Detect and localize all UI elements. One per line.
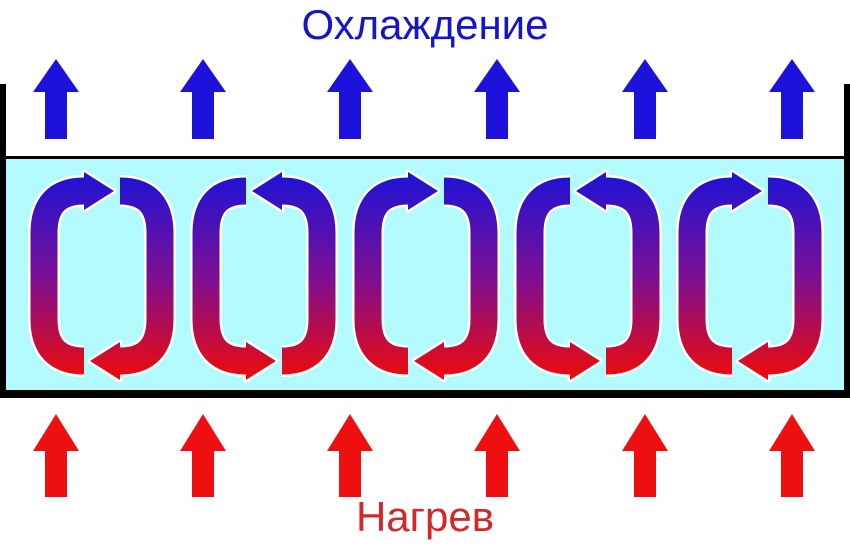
cooling-arrow-icon: [769, 59, 815, 139]
cell-top-arrowhead-icon: [408, 172, 438, 210]
container-bottom-wall: [0, 390, 850, 398]
cell-sinking-arc: [192, 177, 247, 375]
cooling-arrow-icon: [622, 59, 668, 139]
cell-rising-arc: [281, 177, 336, 375]
cell-sinking-arc: [767, 177, 822, 375]
cell-rising-arc: [354, 177, 409, 375]
cell-top-arrowhead-icon: [576, 172, 606, 210]
cell-bottom-arrowhead-icon: [246, 342, 276, 380]
cell-sinking-arc: [516, 177, 571, 375]
cooling-label: Охлаждение: [301, 1, 549, 48]
cooling-arrow-icon: [474, 59, 520, 139]
cell-bottom-arrowhead-icon: [570, 342, 600, 380]
cell-top-arrowhead-icon: [84, 172, 114, 210]
heating-arrow-icon: [474, 414, 520, 497]
convection-cell-clockwise: [676, 169, 824, 383]
cooling-arrow-icon: [33, 59, 79, 139]
convection-cell-counterclockwise: [514, 169, 662, 383]
cell-bottom-arrowhead-icon: [414, 342, 444, 380]
convection-cell-counterclockwise: [190, 169, 338, 383]
cooling-arrow-icon: [327, 59, 373, 139]
container-left-wall: [0, 84, 6, 398]
cell-bottom-arrowhead-icon: [90, 342, 120, 380]
cell-top-arrowhead-icon: [252, 172, 282, 210]
heating-arrow-icon: [622, 414, 668, 497]
cell-rising-arc: [30, 177, 85, 375]
cell-sinking-arc: [443, 177, 498, 375]
cooling-arrow-icon: [180, 59, 226, 139]
heating-arrow-icon: [327, 414, 373, 497]
cell-sinking-arc: [119, 177, 174, 375]
container-right-wall: [844, 84, 850, 398]
convection-cell-clockwise: [352, 169, 500, 383]
water-surface-line: [0, 156, 850, 159]
heating-arrow-icon: [769, 414, 815, 497]
cooling-arrows: [33, 59, 815, 139]
cell-top-arrowhead-icon: [732, 172, 762, 210]
heating-label: Нагрев: [355, 493, 495, 540]
heating-arrow-icon: [180, 414, 226, 497]
heating-arrows: [33, 414, 815, 497]
cell-rising-arc: [605, 177, 660, 375]
cell-rising-arc: [678, 177, 733, 375]
heating-arrow-icon: [33, 414, 79, 497]
cell-bottom-arrowhead-icon: [738, 342, 768, 380]
convection-cell-clockwise: [28, 169, 176, 383]
